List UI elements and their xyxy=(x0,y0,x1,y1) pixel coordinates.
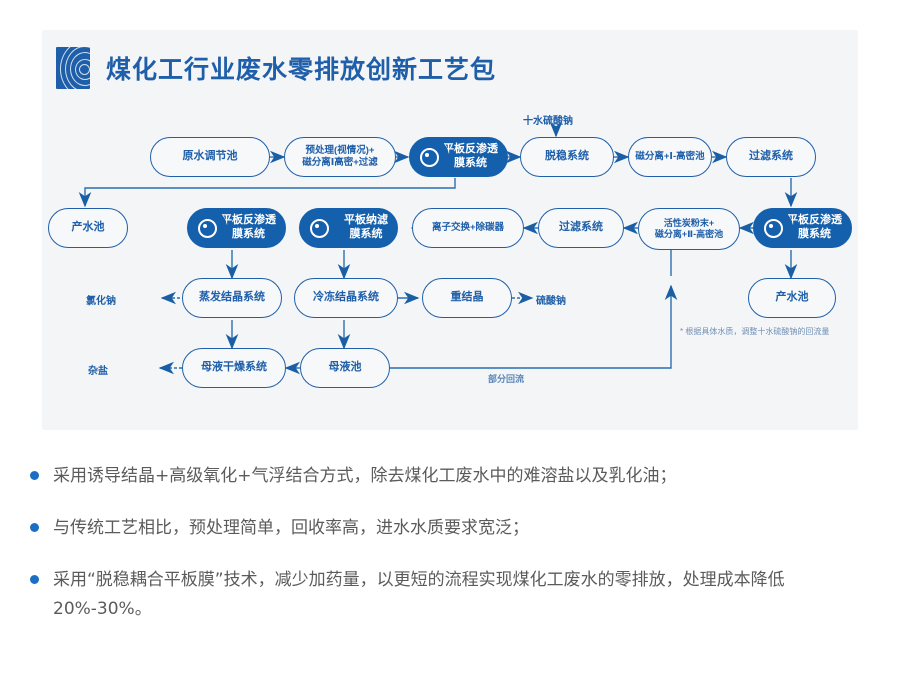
bullet-text: 采用“脱稳耦合平板膜”技术，减少加药量，以更短的流程实现煤化工废水的零排放，处理… xyxy=(53,569,785,620)
node-activated-carbon-magnetic-sep-2[interactable]: 活性炭粉末+ 磁分离+Ⅱ-高密池 xyxy=(638,208,740,250)
node-ion-exchange-decarbonator[interactable]: 离子交换+除碳器 xyxy=(412,208,524,248)
node-label: 重结晶 xyxy=(450,291,484,304)
bullet-text: 采用诱导结晶+高级氧化+气浮结合方式，除去煤化工废水中的难溶盐以及乳化油； xyxy=(53,466,677,486)
node-label: 脱稳系统 xyxy=(545,150,589,163)
node-label: 母液池 xyxy=(328,361,362,374)
membrane-disc-icon xyxy=(299,208,339,248)
page-title: 煤化工行业废水零排放创新工艺包 xyxy=(106,56,497,84)
label-sodium-sulfate-output: 硫酸钠 xyxy=(536,296,566,307)
process-flow-diagram: 原水调节池 预处理(视情况)+ 磁分离Ⅰ高密+过滤 平板反渗透 膜系统 脱稳系统… xyxy=(42,30,858,430)
flow-connectors xyxy=(78,122,798,375)
fingerprint-logo-icon xyxy=(56,47,90,89)
label-mixed-salt-output: 杂盐 xyxy=(88,366,108,377)
header: 煤化工行业废水零排放创新工艺包 xyxy=(56,46,496,90)
bullet-dot-icon xyxy=(30,574,39,584)
node-filtration-1[interactable]: 过滤系统 xyxy=(726,137,816,177)
node-mother-liquor-tank[interactable]: 母液池 xyxy=(300,348,390,388)
node-label: 母液干燥系统 xyxy=(201,361,267,374)
node-label: 产水池 xyxy=(775,291,809,304)
footnote-text: * 根据具体水质，调整十水硫酸钠的回流量 xyxy=(680,327,830,336)
node-label: 蒸发结晶系统 xyxy=(199,291,265,304)
node-mother-liquor-drying[interactable]: 母液干燥系统 xyxy=(182,348,286,388)
node-label: 活性炭粉末+ 磁分离+Ⅱ-高密池 xyxy=(654,217,724,239)
membrane-disc-icon xyxy=(753,208,793,248)
node-flat-ro-membrane-2[interactable]: 平板反渗透 膜系统 xyxy=(187,208,286,248)
list-item: 与传统工艺相比，预处理简单，回收率高，进水水质要求宽泛； xyxy=(30,514,880,544)
node-label: 平板纳滤 膜系统 xyxy=(344,214,388,240)
node-label: 过滤系统 xyxy=(559,221,603,234)
node-freeze-crystallization[interactable]: 冷冻结晶系统 xyxy=(294,278,398,318)
node-label: 磁分离+Ⅰ-高密池 xyxy=(635,151,705,163)
node-destabilization[interactable]: 脱稳系统 xyxy=(520,137,614,177)
membrane-disc-icon xyxy=(187,208,227,248)
node-label: 冷冻结晶系统 xyxy=(313,291,379,304)
label-partial-recycle: 部分回流 xyxy=(488,374,525,384)
node-label: 过滤系统 xyxy=(749,150,793,163)
label-sodium-sulfate-decahydrate: 十水硫酸钠 xyxy=(523,116,573,127)
node-magnetic-sep-1[interactable]: 磁分离+Ⅰ-高密池 xyxy=(628,137,712,177)
node-label: 原水调节池 xyxy=(182,150,238,163)
node-flat-ro-membrane-1[interactable]: 平板反渗透 膜系统 xyxy=(409,137,508,177)
node-product-water-tank-2[interactable]: 产水池 xyxy=(748,278,836,318)
node-label: 预处理(视情况)+ 磁分离Ⅰ高密+过滤 xyxy=(302,145,378,168)
node-filtration-2[interactable]: 过滤系统 xyxy=(538,208,624,248)
bullet-dot-icon xyxy=(30,522,39,532)
node-pretreatment[interactable]: 预处理(视情况)+ 磁分离Ⅰ高密+过滤 xyxy=(284,137,396,177)
bullet-list: 采用诱导结晶+高级氧化+气浮结合方式，除去煤化工废水中的难溶盐以及乳化油； 与传… xyxy=(30,462,880,647)
membrane-disc-icon xyxy=(409,137,449,177)
node-evaporative-crystallization[interactable]: 蒸发结晶系统 xyxy=(182,278,282,318)
node-raw-water-tank[interactable]: 原水调节池 xyxy=(150,137,270,177)
node-label: 产水池 xyxy=(71,221,105,234)
bullet-dot-icon xyxy=(30,471,39,480)
node-product-water-tank-1[interactable]: 产水池 xyxy=(48,208,128,248)
node-label: 平板反渗透 膜系统 xyxy=(443,143,498,169)
label-sodium-chloride-output: 氯化钠 xyxy=(86,296,116,307)
node-label: 离子交换+除碳器 xyxy=(431,222,505,234)
bullet-text: 与传统工艺相比，预处理简单，回收率高，进水水质要求宽泛； xyxy=(53,517,529,538)
node-flat-nf-membrane[interactable]: 平板纳滤 膜系统 xyxy=(299,208,398,248)
node-label: 平板反渗透 膜系统 xyxy=(221,214,276,240)
node-flat-ro-membrane-3[interactable]: 平板反渗透 膜系统 xyxy=(753,208,852,248)
node-label: 平板反渗透 膜系统 xyxy=(787,214,842,240)
list-item: 采用诱导结晶+高级氧化+气浮结合方式，除去煤化工废水中的难溶盐以及乳化油； xyxy=(30,462,880,492)
node-recrystallization[interactable]: 重结晶 xyxy=(422,278,512,318)
list-item: 采用“脱稳耦合平板膜”技术，减少加药量，以更短的流程实现煤化工废水的零排放，处理… xyxy=(30,566,880,626)
